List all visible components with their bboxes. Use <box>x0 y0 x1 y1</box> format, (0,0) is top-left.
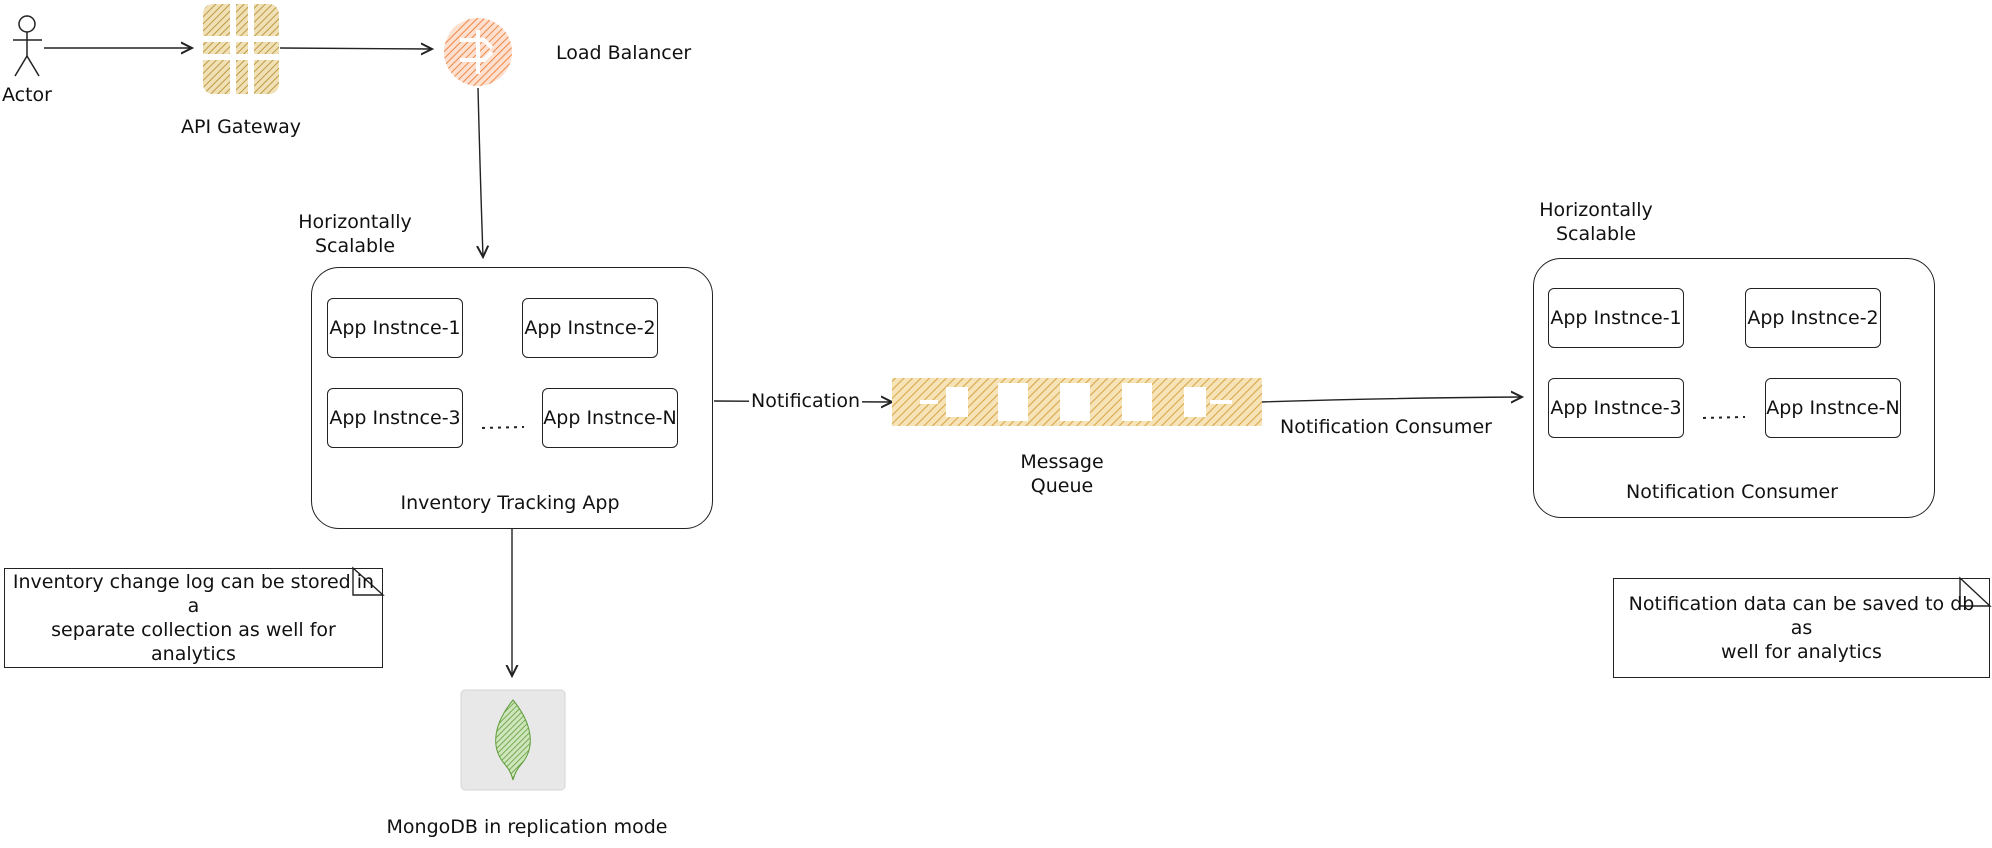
mongodb-icon <box>460 689 566 791</box>
consumer-instance-3[interactable]: App Instnce-3 <box>1548 378 1684 438</box>
api-gateway-label: API Gateway <box>180 116 302 138</box>
inventory-log-note-line-1: Inventory change log can be stored in a <box>12 571 375 617</box>
note-fold-left <box>352 566 385 596</box>
inventory-tracking-app-box[interactable] <box>311 267 713 529</box>
load-balancer-icon <box>444 18 512 86</box>
notification-data-note: Notification data can be saved to db as … <box>1613 578 1990 678</box>
message-queue-label-line-2: Queue <box>1030 475 1094 497</box>
mongodb-label: MongoDB in replication mode <box>386 816 668 838</box>
inventory-scalable-line-2: Scalable <box>314 235 396 257</box>
inventory-log-note-line-2: separate collection as well for analytic… <box>51 619 336 665</box>
inventory-title: Inventory Tracking App <box>400 492 620 514</box>
queue-to-consumer-arrow <box>1261 397 1522 402</box>
notification-consumer-box[interactable] <box>1533 258 1935 518</box>
consumer-scalable-line-1: Horizontally <box>1539 199 1653 221</box>
consumer-instance-1[interactable]: App Instnce-1 <box>1548 288 1684 348</box>
gateway-to-balancer-arrow <box>279 48 432 49</box>
load-balancer-label: Load Balancer <box>556 42 692 64</box>
inventory-log-note: Inventory change log can be stored in a … <box>4 568 383 668</box>
consumer-instance-2[interactable]: App Instnce-2 <box>1745 288 1881 348</box>
inventory-instance-2[interactable]: App Instnce-2 <box>522 298 658 358</box>
api-gateway-icon <box>203 4 279 94</box>
consumer-instance-n[interactable]: App Instnce-N <box>1765 378 1901 438</box>
message-queue-label: Message Queue <box>1020 450 1103 498</box>
consumer-scalable-line-2: Scalable <box>1555 223 1637 245</box>
actor-label: Actor <box>2 84 52 106</box>
consumer-title: Notification Consumer <box>1626 481 1838 503</box>
message-queue-icon <box>892 378 1262 426</box>
message-queue-label-line-1: Message <box>1020 451 1104 473</box>
actor-icon <box>13 15 42 77</box>
balancer-to-inventory-arrow <box>478 87 483 257</box>
inventory-instance-1[interactable]: App Instnce-1 <box>327 298 463 358</box>
notification-data-note-line-1: Notification data can be saved to db as <box>1628 593 1975 639</box>
notification-edge-label: Notification <box>749 390 863 412</box>
inventory-scalable-line-1: Horizontally <box>298 211 412 233</box>
inventory-instance-3[interactable]: App Instnce-3 <box>327 388 463 448</box>
consumer-edge-label: Notification Consumer <box>1280 416 1492 438</box>
inventory-scalable-note: Horizontally Scalable <box>298 210 412 258</box>
inventory-instance-n[interactable]: App Instnce-N <box>542 388 678 448</box>
consumer-scalable-note: Horizontally Scalable <box>1539 198 1653 246</box>
notification-data-note-line-2: well for analytics <box>1721 641 1882 663</box>
note-fold-right <box>1959 576 1992 607</box>
